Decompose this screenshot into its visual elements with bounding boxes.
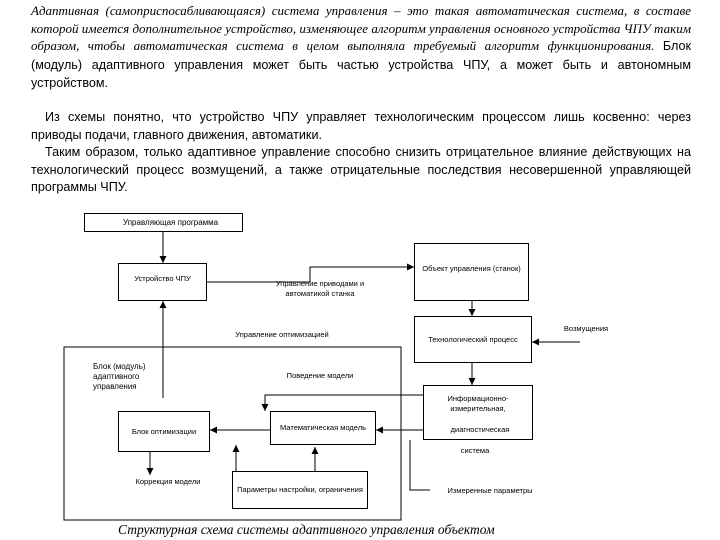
paragraph-definition: Адаптивная (самоприспосабливающаяся) сис…: [31, 2, 691, 93]
arrow-cnc-to-object: [207, 263, 414, 283]
measured-params-label: Измеренные параметры: [447, 486, 533, 495]
line-measured-params: [409, 440, 430, 491]
arrow-info-to-model: [261, 394, 423, 411]
model-behavior-label: Поведение модели: [286, 371, 354, 380]
process-box: Технологический процесс: [414, 316, 532, 363]
info-system-line2: диагностическая: [450, 425, 510, 434]
diagram-caption: Структурная схема системы адаптивного уп…: [118, 522, 495, 537]
adaptive-module-frame: [63, 346, 402, 521]
optimization-box: Блок оптимизации: [118, 411, 210, 452]
object-box: Объект управления (станок): [414, 243, 529, 301]
definition-italic-text: Адаптивная (самоприспосабливающаяся) сис…: [31, 3, 691, 54]
drives-label: Управление приводами и автоматикой станк…: [275, 279, 365, 298]
info-system-text: Информационно-измерительная,: [447, 394, 509, 413]
optimization-control-label: Управление оптимизацией: [235, 330, 329, 339]
math-model-box: Математическая модель: [270, 411, 376, 445]
paragraph-conclusion: Таким образом, только адаптивное управле…: [31, 145, 691, 195]
program-box: Управляющая программа: [84, 213, 243, 232]
model-correction-label: Коррекция модели: [135, 477, 201, 486]
definition-normal-text: Блок (модуль) адаптивного управления мож…: [31, 39, 692, 91]
adaptive-block-label: Блок (модуль) адаптивного управления: [93, 362, 162, 398]
disturbances-label: Возмущения: [563, 324, 609, 333]
paragraph-indirect-control: Из схемы понятно, что устройство ЧПУ упр…: [31, 110, 691, 142]
cnc-box: Устройство ЧПУ: [118, 263, 207, 301]
info-system-box: Информационно-измерительная,: [423, 385, 533, 440]
tuning-params-box: Параметры настройки, ограничения: [232, 471, 368, 509]
info-system-line3: система: [460, 446, 490, 455]
